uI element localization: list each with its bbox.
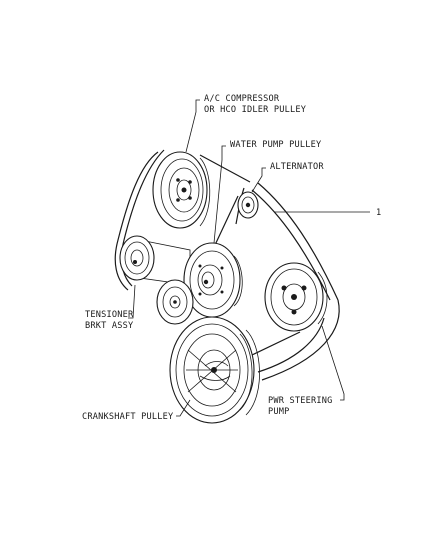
svg-text:A/C COMPRESSOR: A/C COMPRESSOR — [204, 94, 280, 104]
power-steering-label: PWR STEERING PUMP — [268, 396, 333, 417]
callout-number-1: 1 — [376, 208, 381, 218]
crankshaft-label: CRANKSHAFT PULLEY — [82, 412, 174, 422]
svg-text:OR HCO IDLER PULLEY: OR HCO IDLER PULLEY — [204, 105, 307, 115]
power-steering-pulley — [264, 262, 328, 332]
water-pump-pulley — [183, 242, 243, 318]
svg-text:TENSIONER: TENSIONER — [85, 310, 134, 320]
serpentine-belt — [114, 149, 340, 381]
svg-text:BRKT ASSY: BRKT ASSY — [85, 321, 134, 331]
crankshaft-pulley — [169, 316, 260, 424]
idler-pulley — [156, 279, 194, 325]
ac-compressor-label: A/C COMPRESSOR OR HCO IDLER PULLEY — [204, 94, 307, 115]
water-pump-label: WATER PUMP PULLEY — [230, 140, 322, 150]
svg-text:PWR STEERING: PWR STEERING — [268, 396, 333, 406]
alternator-pulley — [237, 191, 259, 219]
tensioner-label: TENSIONER BRKT ASSY — [85, 310, 134, 331]
tensioner-pulley — [119, 235, 191, 286]
alternator-label: ALTERNATOR — [270, 162, 324, 172]
leader-lines — [128, 99, 370, 417]
svg-text:PUMP: PUMP — [268, 407, 290, 417]
ac-compressor-pulley — [152, 151, 211, 229]
